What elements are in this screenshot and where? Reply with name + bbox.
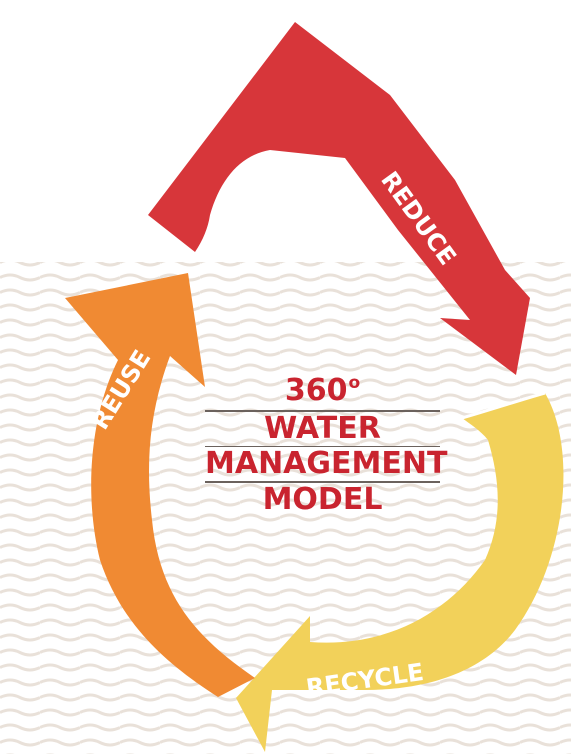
- title-line-water: WATER: [264, 410, 381, 446]
- title-degree: 360o: [205, 366, 440, 410]
- title-line-management: MANAGEMENT: [205, 446, 448, 481]
- degree-value: 360: [284, 373, 348, 408]
- divider-2: [205, 445, 440, 447]
- title-line-model: MODEL: [262, 481, 383, 517]
- degree-symbol: o: [348, 373, 361, 393]
- divider-1: [205, 410, 440, 412]
- center-title-block: 360o WATER MANAGEMENT MODEL: [205, 366, 448, 517]
- divider-3: [205, 481, 440, 483]
